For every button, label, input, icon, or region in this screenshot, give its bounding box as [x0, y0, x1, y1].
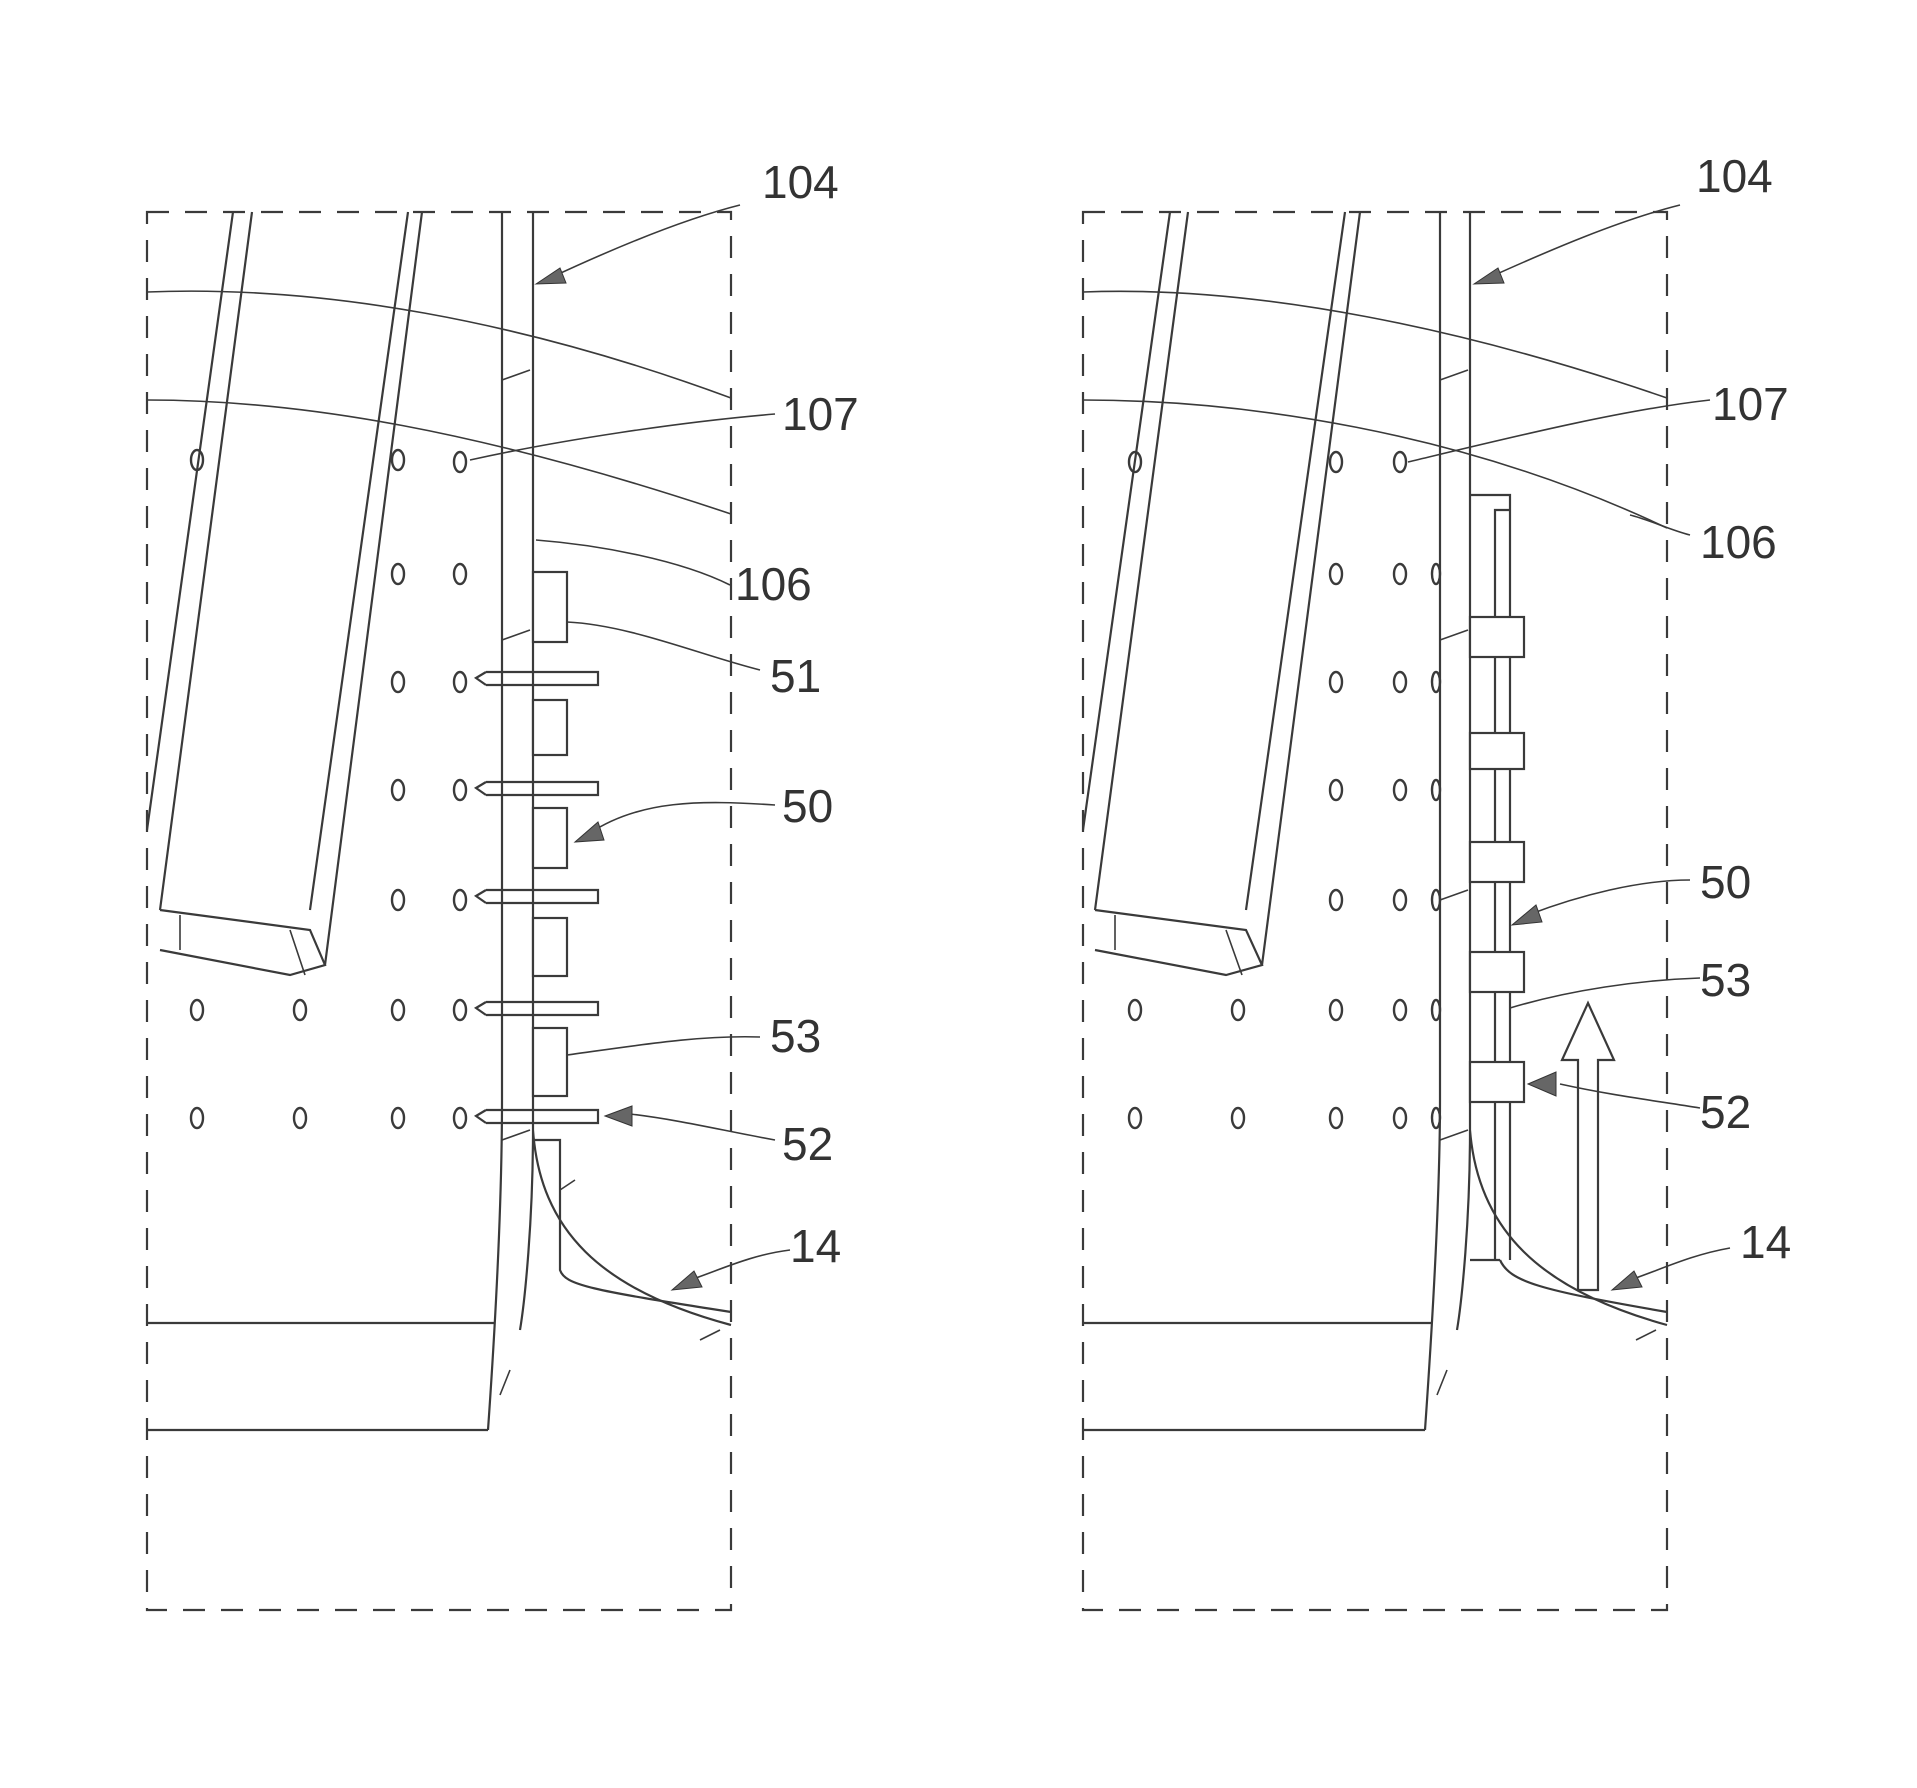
- right-rail-panel: [1095, 910, 1262, 975]
- right-rail-inner: [1246, 212, 1360, 965]
- left-rail-outer: [147, 212, 252, 910]
- right-tab-52: [1470, 1062, 1524, 1102]
- right-line-106: [1083, 400, 1667, 528]
- left-leader-104: [550, 205, 740, 278]
- left-block-50: [533, 808, 567, 868]
- right-leader-53: [1510, 978, 1700, 1008]
- right-leader-106: [1630, 515, 1690, 535]
- left-block-2: [533, 700, 567, 755]
- right-leader-14: [1630, 1248, 1730, 1280]
- left-label-107: 107: [782, 388, 859, 440]
- left-arrow-104: [536, 268, 566, 284]
- right-arrow-14: [1612, 1271, 1642, 1290]
- left-block-4: [533, 918, 567, 976]
- right-leader-52: [1560, 1084, 1700, 1108]
- right-tab-4: [1470, 952, 1524, 992]
- left-line-106: [147, 400, 731, 514]
- left-block-51: [533, 572, 567, 642]
- left-leader-107: [470, 414, 775, 460]
- left-arrow-50: [575, 822, 604, 842]
- right-label-53: 53: [1700, 954, 1751, 1006]
- right-figure: 104 107 106 50 53 52 14: [1083, 150, 1791, 1610]
- left-label-51: 51: [770, 650, 821, 702]
- right-arrow-50: [1512, 905, 1542, 925]
- right-leader-50: [1528, 880, 1690, 915]
- right-wall: [1425, 212, 1667, 1430]
- right-label-52: 52: [1700, 1086, 1751, 1138]
- left-label-14: 14: [790, 1220, 841, 1272]
- left-leader-50: [590, 803, 775, 833]
- right-base: [1083, 1323, 1432, 1430]
- right-label-14: 14: [1740, 1216, 1791, 1268]
- left-arrow-14: [672, 1271, 702, 1290]
- left-wall: [488, 212, 731, 1430]
- left-label-53: 53: [770, 1010, 821, 1062]
- left-rail-inner: [310, 212, 422, 965]
- left-label-106: 106: [735, 558, 812, 610]
- right-label-104: 104: [1696, 150, 1773, 202]
- left-arrow-52: [605, 1106, 632, 1126]
- left-boundary: [147, 212, 731, 1610]
- right-label-107: 107: [1712, 378, 1789, 430]
- right-tab-3: [1470, 842, 1524, 882]
- left-label-52: 52: [782, 1118, 833, 1170]
- left-label-50: 50: [782, 780, 833, 832]
- right-leader-107: [1408, 400, 1710, 462]
- right-up-arrow: [1562, 1003, 1614, 1290]
- right-label-106: 106: [1700, 516, 1777, 568]
- right-flange-tick: [1437, 1330, 1656, 1395]
- right-arrow-104: [1474, 268, 1504, 284]
- left-rail-panel: [160, 910, 325, 975]
- left-figure: 104 107 106 51 50 53 52 14: [147, 156, 859, 1610]
- left-base: [147, 1323, 495, 1430]
- right-label-50: 50: [1700, 856, 1751, 908]
- right-leader-104: [1488, 205, 1680, 278]
- left-hole-grid: [191, 450, 466, 1128]
- left-leader-14: [690, 1250, 790, 1280]
- right-wall-hatch: [1440, 370, 1468, 1140]
- right-tab-1: [1470, 617, 1524, 657]
- left-leader-52: [630, 1114, 775, 1140]
- left-label-104: 104: [762, 156, 839, 208]
- left-block-53: [533, 1028, 567, 1096]
- right-arrow-52: [1528, 1072, 1556, 1096]
- right-tab-2: [1470, 733, 1524, 769]
- right-rail-outer: [1083, 212, 1188, 910]
- left-flange-tick: [500, 1330, 720, 1395]
